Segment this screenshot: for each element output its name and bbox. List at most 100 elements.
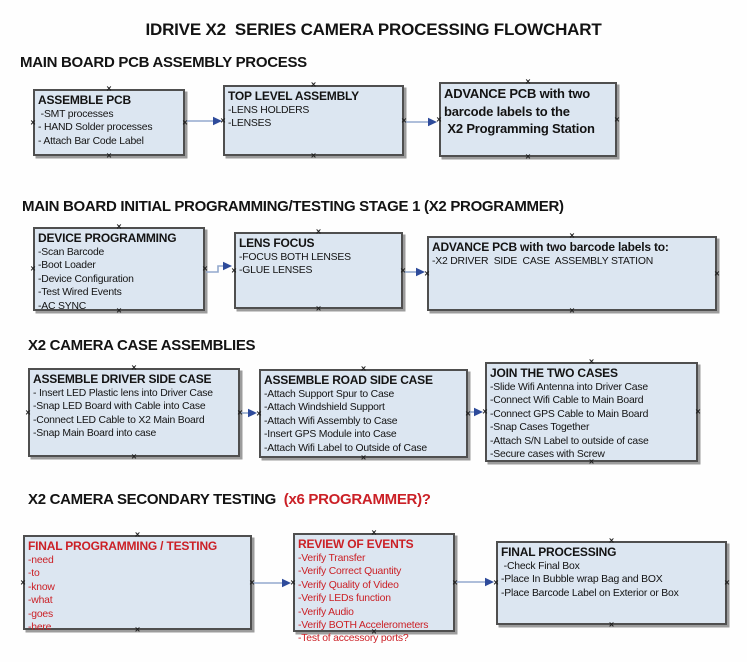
box-line: -Test Wired Events xyxy=(38,287,122,299)
arrowhead-icon xyxy=(248,408,257,418)
arrow-road-case-to-join-cases[interactable] xyxy=(469,407,483,417)
box-title: JOIN THE TWO CASES xyxy=(490,366,618,380)
box-line: -Verify Correct Quantity xyxy=(298,566,402,578)
box-line: -Snap LED Board with Cable into Case xyxy=(33,401,206,413)
flow-box-assemble-pcb[interactable]: ASSEMBLE PCB -SMT processes - HAND Solder… xyxy=(33,89,185,156)
box-line: -Device Configuration xyxy=(38,273,134,285)
section-header-x2-camera-secondary-testing: X2 CAMERA SECONDARY TESTING (x6 PROGRAMM… xyxy=(28,491,431,508)
section-header-text: MAIN BOARD INITIAL PROGRAMMING/TESTING S… xyxy=(22,198,564,215)
arrowhead-icon xyxy=(282,578,291,588)
box-body: -Check Final Box-Place In Bubble wrap Ba… xyxy=(501,560,722,600)
arrow-device-programming-to-lens-focus[interactable] xyxy=(206,261,232,273)
arrowhead-icon xyxy=(485,577,494,587)
box-title: LENS FOCUS xyxy=(239,236,315,250)
box-line: -LENS HOLDERS xyxy=(228,105,310,116)
box-body: -Scan Barcode -Boot Loader-Device Configu… xyxy=(38,246,200,313)
flow-box-assemble-driver-side-case[interactable]: ASSEMBLE DRIVER SIDE CASE - Insert LED Pl… xyxy=(28,368,240,457)
arrow-driver-case-to-road-case[interactable] xyxy=(241,408,257,418)
box-line: -Slide Wifi Antenna into Driver Case xyxy=(490,382,648,393)
box-line: -Place Barcode Label on Exterior or Box xyxy=(501,587,679,599)
box-line: -Attach Support Spur to Case xyxy=(264,389,395,400)
box-body: -Slide Wifi Antenna into Driver Case -Con… xyxy=(490,381,693,461)
box-line: -Connect Wifi Cable to Main Board xyxy=(490,395,644,407)
box-title: ASSEMBLE ROAD SIDE CASE xyxy=(264,373,433,387)
box-line: -AC SYNC xyxy=(38,300,87,312)
flow-box-assemble-road-side-case[interactable]: ASSEMBLE ROAD SIDE CASE-Attach Support S… xyxy=(259,369,468,458)
box-title: ADVANCE PCB with two xyxy=(444,86,590,101)
box-line: -SMT processes xyxy=(38,109,114,120)
box-body: -X2 DRIVER SIDE CASE ASSEMBLY STATION xyxy=(432,255,712,268)
section-header-x2-camera-case-assemblies: X2 CAMERA CASE ASSEMBLIES xyxy=(28,337,256,354)
box-line: - Attach Bar Code Label xyxy=(38,135,144,147)
flow-box-device-programming[interactable]: DEVICE PROGRAMMING -Scan Barcode -Boot Loa… xyxy=(33,227,205,313)
box-line: barcode labels to the xyxy=(444,103,570,119)
connector-line xyxy=(206,265,225,273)
arrow-assemble-pcb-to-top-level[interactable] xyxy=(186,116,222,126)
box-line: -here xyxy=(28,622,52,634)
box-line: -Insert GPS Module into Case xyxy=(264,429,397,441)
arrow-lens-focus-to-advance-pcb[interactable] xyxy=(404,267,425,277)
arrow-final-programming-to-review[interactable] xyxy=(253,578,291,588)
arrowhead-icon xyxy=(223,261,232,271)
box-line: -Attach Wifi Label to Outside of Case xyxy=(264,442,427,454)
section-header-text: X2 CAMERA SECONDARY TESTING xyxy=(28,491,284,508)
flow-box-review-of-events[interactable]: REVIEW OF EVENTS-Verify Transfer-Verify … xyxy=(293,533,455,644)
box-line: X2 Programming Station xyxy=(444,120,595,136)
box-line: -goes xyxy=(28,608,53,620)
box-line: -Verify BOTH Accelerometers xyxy=(298,620,429,632)
box-line: -Secure cases with Screw xyxy=(490,449,605,461)
section-header-main-board-pcb-assembly: MAIN BOARD PCB ASSEMBLY PROCESS xyxy=(20,54,307,71)
box-line: -need xyxy=(28,555,54,566)
box-body: barcode labels to the X2 Programming Sta… xyxy=(444,103,612,137)
box-line: -Place In Bubble wrap Bag and BOX xyxy=(501,574,663,586)
box-line: -Attach Wifi Assembly to Case xyxy=(264,415,398,427)
box-body: -LENS HOLDERS -LENSES xyxy=(228,104,399,131)
box-title: ASSEMBLE DRIVER SIDE CASE xyxy=(33,372,212,386)
box-line: -Snap Cases Together xyxy=(490,422,590,434)
flow-box-final-processing[interactable]: FINAL PROCESSING -Check Final Box-Place … xyxy=(496,541,727,625)
box-title: ASSEMBLE PCB xyxy=(38,93,131,107)
box-title: FINAL PROGRAMMING / TESTING xyxy=(28,539,218,553)
box-title: TOP LEVEL ASSEMBLY xyxy=(228,89,359,103)
box-line: -Attach S/N Label to outside of case xyxy=(490,435,649,447)
box-line: -Scan Barcode xyxy=(38,247,105,258)
box-line: -Attach Windshield Support xyxy=(264,402,385,414)
arrowhead-icon xyxy=(428,117,437,127)
box-line: -Test of accessory ports? xyxy=(298,633,409,645)
flow-box-final-programming-testing[interactable]: FINAL PROGRAMMING / TESTING -need -to-know… xyxy=(23,535,252,633)
arrow-top-level-to-advance-pcb[interactable] xyxy=(405,117,437,127)
box-line: - HAND Solder processes xyxy=(38,122,153,134)
section-header-text: X2 CAMERA CASE ASSEMBLIES xyxy=(28,337,256,354)
box-body: -Verify Transfer -Verify Correct Quantity… xyxy=(298,552,450,646)
flow-box-join-the-two-cases[interactable]: JOIN THE TWO CASES-Slide Wifi Antenna in… xyxy=(485,362,698,462)
flow-box-advance-pcb-to-driver-side-station[interactable]: ADVANCE PCB with two barcode labels to:-… xyxy=(427,236,717,311)
box-body: -SMT processes - HAND Solder processes- A… xyxy=(38,108,180,148)
flow-box-lens-focus[interactable]: LENS FOCUS-FOCUS BOTH LENSES-GLUE LENSES xyxy=(234,232,403,309)
box-body: -FOCUS BOTH LENSES-GLUE LENSES xyxy=(239,251,398,278)
box-line: -LENSES xyxy=(228,118,272,130)
flow-box-advance-pcb-to-programming-station[interactable]: ADVANCE PCB with two barcode labels to th… xyxy=(439,82,617,157)
flowchart-title: IDRIVE X2 SERIES CAMERA PROCESSING FLOWC… xyxy=(145,20,602,39)
arrowhead-icon xyxy=(474,407,483,417)
box-line: -Connect LED Cable to X2 Main Board xyxy=(33,414,205,426)
box-line: -Snap Main Board into case xyxy=(33,428,157,440)
flow-box-top-level-assembly[interactable]: TOP LEVEL ASSEMBLY -LENS HOLDERS -LENSES xyxy=(223,85,404,156)
section-header-main-board-initial-programming: MAIN BOARD INITIAL PROGRAMMING/TESTING S… xyxy=(22,198,564,215)
box-title: REVIEW OF EVENTS xyxy=(298,537,414,551)
box-line: -know xyxy=(28,581,55,593)
box-line: -Boot Loader xyxy=(38,260,96,272)
arrowhead-icon xyxy=(213,116,222,126)
box-line: -Connect GPS Cable to Main Board xyxy=(490,408,649,420)
box-line: -to xyxy=(28,568,40,580)
box-line: -Verify Audio xyxy=(298,606,354,618)
box-body: -Attach Support Spur to Case -Attach Wind… xyxy=(264,388,463,455)
arrow-review-to-final-processing[interactable] xyxy=(456,577,494,587)
box-line: -Verify Transfer xyxy=(298,553,366,564)
box-body: - Insert LED Plastic lens into Driver Ca… xyxy=(33,387,235,441)
box-line: -GLUE LENSES xyxy=(239,265,313,277)
box-line: - Insert LED Plastic lens into Driver Ca… xyxy=(33,388,213,399)
section-header-suffix: (x6 PROGRAMMER)? xyxy=(283,491,431,508)
box-title: DEVICE PROGRAMMING xyxy=(38,231,177,245)
box-title: ADVANCE PCB with two barcode labels to: xyxy=(432,240,669,254)
